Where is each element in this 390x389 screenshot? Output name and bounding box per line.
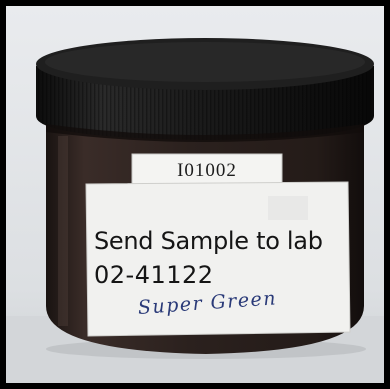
main-label: Send Sample to lab 02-41122 Super Green xyxy=(86,183,348,333)
label-line-2: 02-41122 xyxy=(94,261,214,289)
jar-highlight xyxy=(58,136,68,326)
handwritten-note: Super Green xyxy=(137,287,278,319)
code-label-text: I01002 xyxy=(177,160,237,181)
jar-scene xyxy=(6,6,384,383)
label-smudge xyxy=(268,196,308,220)
photo: I01002 Send Sample to lab 02-41122 Super… xyxy=(6,6,384,383)
code-label-paper xyxy=(131,153,283,187)
label-line-1: Send Sample to lab xyxy=(94,227,323,255)
main-label-paper xyxy=(85,181,351,337)
